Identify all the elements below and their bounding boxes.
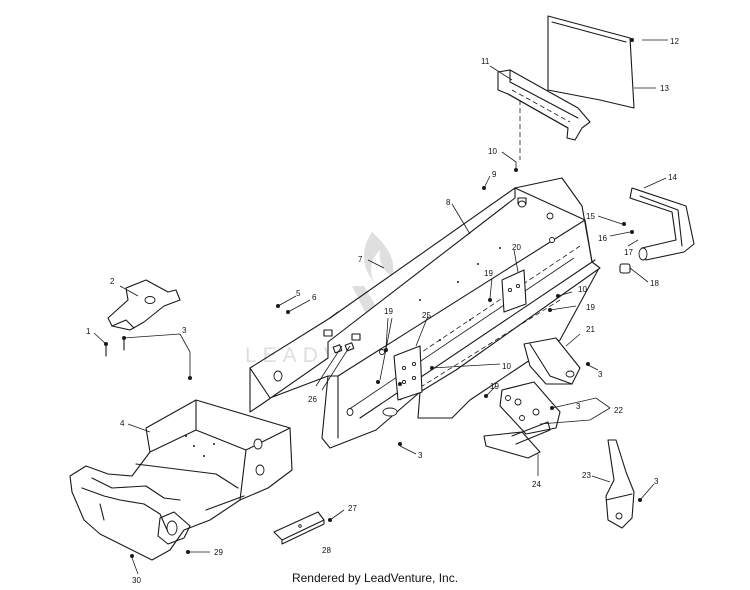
callout-24: 24 — [532, 480, 541, 489]
callout-10: 10 — [578, 285, 587, 294]
callout-23: 23 — [582, 471, 591, 480]
callout-25: 25 — [422, 311, 431, 320]
callouts: 1 2 3 3 3 3 3 4 5 6 7 8 9 10 10 10 11 12… — [86, 37, 679, 585]
callout-15: 15 — [586, 212, 595, 221]
callout-19: 19 — [586, 303, 595, 312]
leader-lines — [93, 39, 668, 575]
footer-credit: Rendered by LeadVenture, Inc. — [291, 571, 459, 585]
callout-7: 7 — [358, 255, 363, 264]
callout-3: 3 — [576, 402, 581, 411]
main-frame-part — [249, 177, 601, 449]
callout-6: 6 — [312, 293, 317, 302]
callout-14: 14 — [668, 173, 677, 182]
seat-base-part — [69, 399, 293, 561]
callout-1: 1 — [86, 327, 91, 336]
callout-3: 3 — [598, 370, 603, 379]
callout-12: 12 — [670, 37, 679, 46]
callout-28: 28 — [322, 546, 331, 555]
callout-9: 9 — [492, 170, 497, 179]
callout-2: 2 — [110, 277, 115, 286]
callout-16: 16 — [598, 234, 607, 243]
callout-19: 19 — [484, 269, 493, 278]
callout-17: 17 — [624, 248, 633, 257]
callout-4: 4 — [120, 419, 125, 428]
strap-part — [273, 511, 325, 545]
front-bracket-part — [107, 279, 181, 331]
callout-5: 5 — [296, 289, 301, 298]
callout-20: 20 — [512, 243, 521, 252]
callout-3: 3 — [654, 477, 659, 486]
callout-19: 19 — [490, 382, 499, 391]
callout-26: 26 — [308, 395, 317, 404]
plug-part — [619, 263, 631, 274]
callout-21: 21 — [586, 325, 595, 334]
callout-3: 3 — [418, 451, 423, 460]
callout-29: 29 — [214, 548, 223, 557]
handle-part — [629, 187, 695, 261]
callout-19: 19 — [384, 307, 393, 316]
watermark-flame-icon — [363, 232, 394, 282]
callout-8: 8 — [446, 198, 451, 207]
callout-22: 22 — [614, 406, 623, 415]
side-plate-part — [393, 269, 527, 401]
callout-11: 11 — [481, 57, 490, 66]
rear-bracket-part — [605, 439, 635, 529]
bracket-part — [523, 337, 581, 385]
callout-18: 18 — [650, 279, 659, 288]
lower-bracket-part — [483, 421, 551, 459]
mount-plate-part — [499, 381, 561, 435]
callout-3: 3 — [182, 326, 187, 335]
upper-panel-part — [497, 69, 591, 141]
flap-panel-part — [547, 15, 635, 109]
callout-30: 30 — [132, 576, 141, 585]
callout-27: 27 — [348, 504, 357, 513]
callout-10: 10 — [488, 147, 497, 156]
callout-13: 13 — [660, 84, 669, 93]
callout-10: 10 — [502, 362, 511, 371]
